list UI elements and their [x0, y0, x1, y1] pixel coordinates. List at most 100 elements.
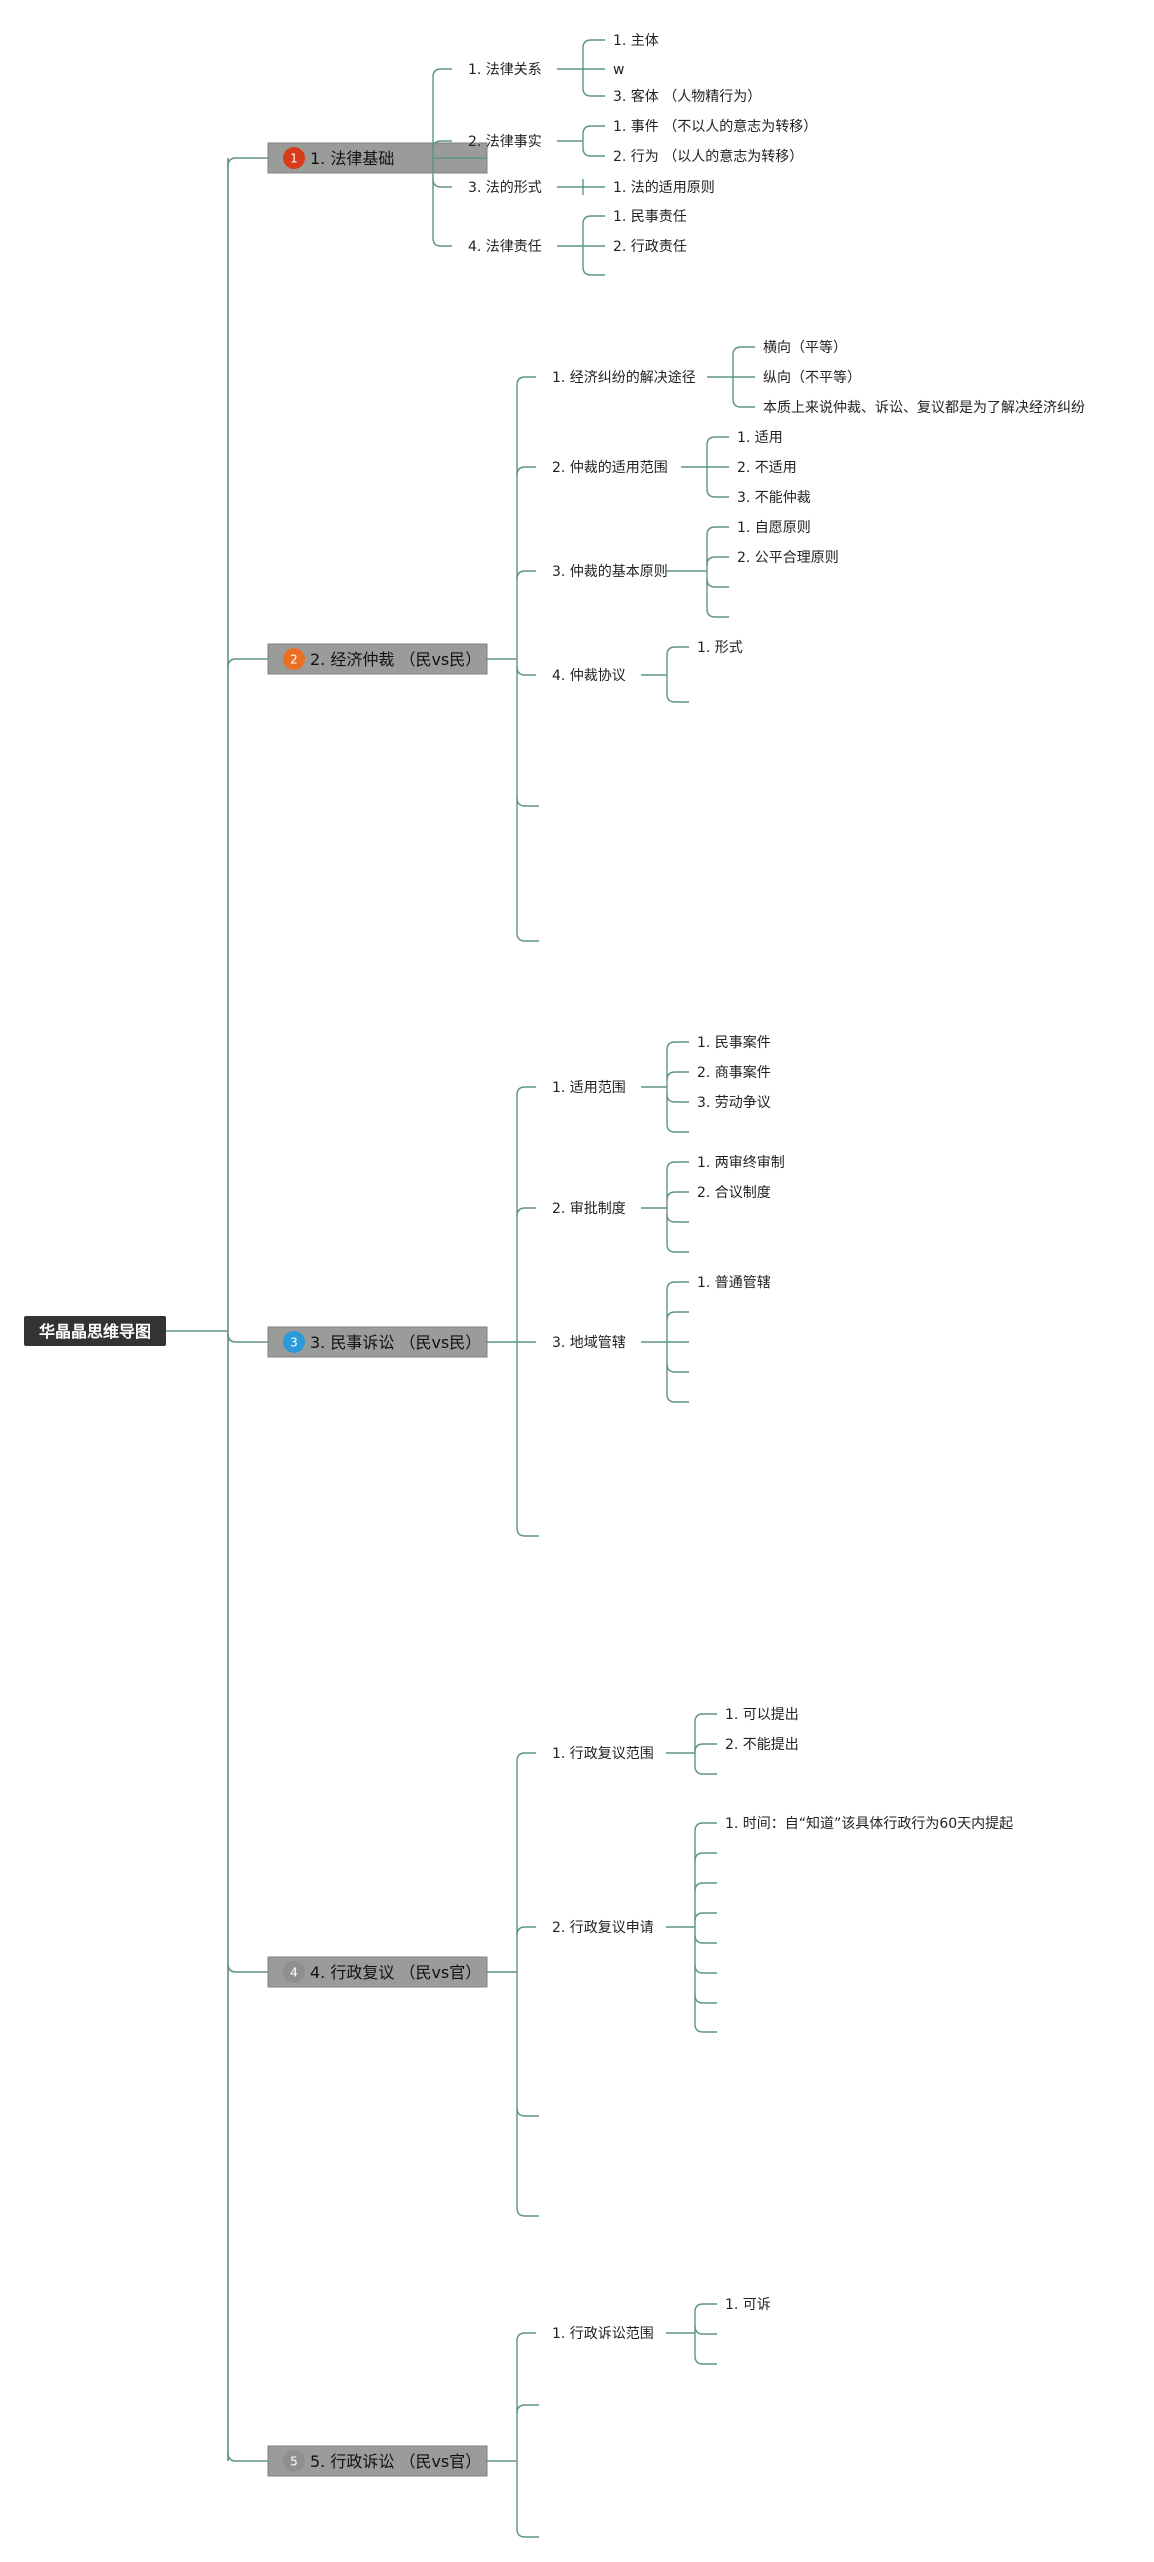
subtopic-branch — [516, 1207, 536, 1217]
leaf-branch — [706, 556, 729, 566]
leaf-topic[interactable]: 1. 两审终审制 — [697, 1155, 785, 1171]
subtopic-4-2[interactable]: 2. 行政复议申请 — [552, 1919, 654, 1936]
leaf-topic[interactable]: 1. 法的适用原则 — [613, 180, 715, 196]
leaf-branch — [666, 646, 689, 656]
main-topic-label: 1. 法律基础 — [310, 149, 394, 168]
leaf-topic[interactable]: 1. 普通管辖 — [697, 1275, 771, 1291]
subtopic-branch — [516, 666, 536, 676]
leaf-branch — [666, 1041, 689, 1051]
topic-number-badge-label: 2 — [290, 653, 298, 667]
leaf-topic[interactable]: 1. 主体 — [613, 33, 659, 49]
subtopic-3-2[interactable]: 2. 审批制度 — [552, 1201, 626, 1217]
leaf-branch — [706, 488, 729, 498]
leaf-branch — [694, 1765, 717, 1775]
leaf-branch — [666, 1161, 689, 1171]
leaf-branch — [666, 1093, 689, 1103]
topic-number-badge-label: 1 — [290, 152, 298, 166]
leaf-branch — [666, 693, 689, 703]
leaf-topic[interactable]: 纵向（不平等） — [763, 369, 861, 386]
leaf-topic[interactable]: 1. 民事责任 — [613, 209, 687, 225]
subtopic-3-3[interactable]: 3. 地域管辖 — [552, 1335, 626, 1351]
leaf-topic[interactable]: 2. 不适用 — [737, 460, 797, 476]
leaf-topic[interactable]: 1. 事件 （不以人的意志为转移） — [613, 118, 817, 135]
leaf-branch — [732, 346, 755, 356]
topic-number-badge-icon — [283, 2450, 305, 2472]
subtopic-branch — [432, 68, 452, 78]
subtopic-3-1[interactable]: 1. 适用范围 — [552, 1079, 626, 1096]
subtopic-label: 4. 仲裁协议 — [552, 668, 626, 684]
subtopic-label: 1. 适用范围 — [552, 1079, 626, 1096]
subtopic-branch — [516, 570, 536, 580]
main-topic-2[interactable]: 2 2. 经济仲裁 （民vs民） — [267, 643, 488, 675]
leaf-topic[interactable]: 3. 劳动争议 — [697, 1095, 771, 1111]
leaf-branch — [666, 1363, 689, 1373]
subtopic-1-1[interactable]: 1. 法律关系 — [468, 62, 542, 78]
leaf-branch — [666, 1393, 689, 1403]
leaf-branch — [582, 87, 605, 97]
leaf-branch — [694, 1713, 717, 1723]
leaf-branch — [666, 1123, 689, 1133]
leaf-topic[interactable]: w — [613, 62, 624, 78]
topic-number-badge-label: 3 — [290, 1336, 298, 1350]
leaf-branch — [694, 1852, 717, 1862]
subtopic-branch — [516, 2528, 539, 2538]
subtopic-1-3[interactable]: 3. 法的形式 — [468, 180, 542, 196]
leaf-branch — [694, 1912, 717, 1922]
subtopic-branch — [516, 932, 539, 942]
main-topic-label: 2. 经济仲裁 （民vs民） — [310, 650, 481, 669]
leaf-topic[interactable]: 2. 合议制度 — [697, 1185, 771, 1201]
subtopic-4-1[interactable]: 1. 行政复议范围 — [552, 1745, 654, 1762]
root-node[interactable]: 华晶晶思维导图 — [24, 1316, 166, 1346]
subtopic-label: 3. 地域管辖 — [552, 1335, 626, 1351]
topic-connector-3 — [227, 1333, 268, 1343]
subtopic-2-3[interactable]: 3. 仲裁的基本原则 — [552, 563, 668, 580]
leaf-branch — [706, 436, 729, 446]
leaf-topic[interactable]: 2. 公平合理原则 — [737, 550, 839, 566]
topic-number-badge-icon — [283, 147, 305, 169]
leaf-topic[interactable]: 1. 可诉 — [725, 2297, 771, 2313]
subtopic-5-1[interactable]: 1. 行政诉讼范围 — [552, 2325, 654, 2342]
root-node-box — [24, 1316, 166, 1346]
subtopic-label: 2. 审批制度 — [552, 1201, 626, 1217]
leaf-topic[interactable]: 1. 可以提出 — [725, 1707, 799, 1723]
leaf-branch — [666, 1243, 689, 1253]
topic-number-badge-icon — [283, 1961, 305, 1983]
leaf-branch — [732, 398, 755, 408]
leaf-topic[interactable]: 本质上来说仲裁、诉讼、复议都是为了解决经济纠纷 — [763, 399, 1085, 416]
leaf-branch — [694, 2023, 717, 2033]
subtopic-1-2[interactable]: 2. 法律事实 — [468, 134, 542, 150]
leaf-topic[interactable]: 1. 时间：自“知道”该具体行政行为60天内提起 — [725, 1815, 1013, 1832]
leaf-branch — [666, 1071, 689, 1081]
subtopic-label: 2. 仲裁的适用范围 — [552, 459, 668, 476]
main-topic-box — [267, 1326, 488, 1358]
leaf-topic[interactable]: 3. 不能仲裁 — [737, 490, 811, 506]
subtopic-1-4[interactable]: 4. 法律责任 — [468, 239, 542, 255]
leaf-topic[interactable]: 2. 不能提出 — [725, 1737, 799, 1753]
leaf-topic[interactable]: 1. 自愿原则 — [737, 520, 811, 536]
leaf-topic[interactable]: 2. 行为 （以人的意志为转移） — [613, 148, 803, 165]
subtopic-label: 2. 行政复议申请 — [552, 1919, 654, 1936]
subtopic-2-4[interactable]: 4. 仲裁协议 — [552, 668, 626, 684]
leaf-topic[interactable]: 3. 客体 （人物精行为） — [613, 88, 761, 105]
subtopic-label: 1. 行政复议范围 — [552, 1745, 654, 1762]
subtopic-2-2[interactable]: 2. 仲裁的适用范围 — [552, 459, 668, 476]
leaf-branch — [582, 147, 605, 157]
leaf-topic[interactable]: 横向（平等） — [763, 339, 847, 356]
subtopic-2-1[interactable]: 1. 经济纠纷的解决途径 — [552, 369, 696, 386]
leaf-topic[interactable]: 2. 行政责任 — [613, 239, 687, 255]
leaf-topic[interactable]: 1. 形式 — [697, 640, 743, 656]
leaf-topic[interactable]: 1. 适用 — [737, 430, 783, 446]
leaf-branch — [582, 39, 605, 49]
subtopic-branch — [432, 237, 452, 247]
subtopic-branch — [516, 1086, 536, 1096]
subtopic-branch — [516, 797, 539, 807]
leaf-topic[interactable]: 1. 民事案件 — [697, 1034, 771, 1051]
subtopic-label: 1. 经济纠纷的解决途径 — [552, 369, 696, 386]
subtopic-label: 3. 仲裁的基本原则 — [552, 563, 668, 580]
subtopic-label: 1. 法律关系 — [468, 62, 542, 78]
leaf-branch — [582, 125, 605, 135]
leaf-topic[interactable]: 2. 商事案件 — [697, 1064, 771, 1081]
